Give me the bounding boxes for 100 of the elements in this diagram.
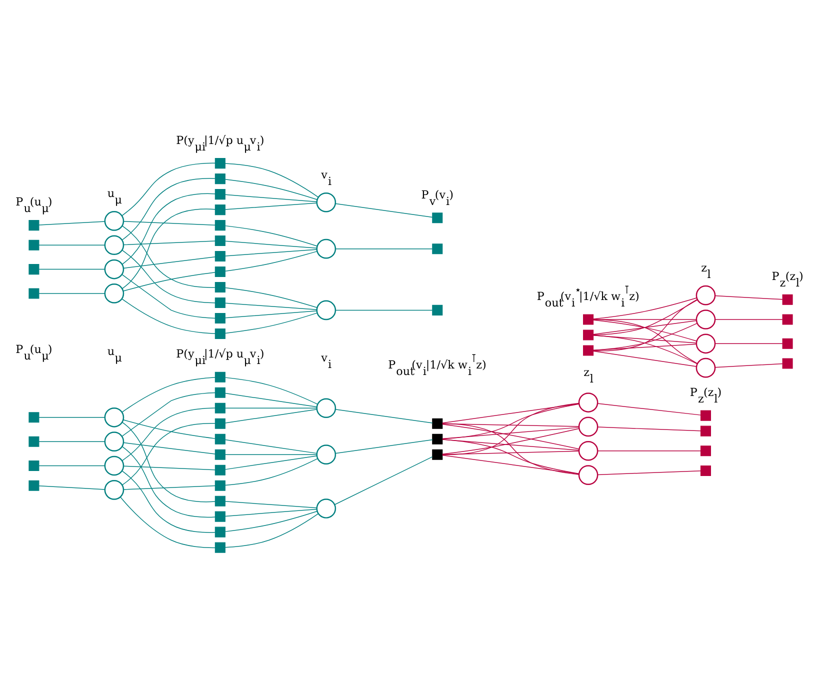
connector	[597, 470, 702, 476]
node-box	[214, 387, 226, 398]
connector	[38, 465, 106, 466]
connector	[224, 508, 318, 517]
node-circle	[316, 192, 336, 212]
connector	[335, 408, 433, 424]
node-box	[583, 314, 594, 325]
node-box	[583, 345, 594, 356]
connector	[442, 427, 580, 440]
node-circle	[696, 334, 716, 354]
node-box	[214, 480, 226, 491]
node-box	[432, 304, 443, 316]
node-circle	[578, 416, 598, 437]
node-box	[214, 496, 226, 506]
node-circle	[696, 358, 716, 378]
connector	[442, 402, 580, 456]
connector	[123, 442, 216, 454]
connector	[123, 220, 216, 226]
node-circle	[104, 456, 124, 476]
node-box	[214, 434, 226, 444]
node-box	[214, 449, 226, 460]
node-circle	[316, 300, 336, 320]
connector	[122, 392, 216, 437]
connector	[224, 225, 318, 246]
node-box	[28, 480, 40, 491]
connector	[123, 256, 216, 269]
connector	[38, 485, 106, 490]
connector	[224, 194, 318, 202]
connector	[224, 302, 318, 310]
connector	[592, 322, 698, 351]
connector	[442, 454, 580, 474]
node-circle	[578, 465, 598, 485]
connector	[442, 424, 580, 450]
connector	[224, 163, 319, 198]
node-box	[214, 526, 226, 538]
node-circle	[104, 259, 124, 280]
connector	[38, 441, 106, 442]
connector	[122, 470, 216, 533]
node-circle	[316, 398, 336, 418]
node-box	[214, 236, 226, 246]
node-box	[700, 410, 711, 421]
connector	[224, 454, 318, 455]
node-circle	[104, 480, 124, 500]
node-box	[28, 240, 40, 250]
node-circle	[104, 211, 124, 231]
connector	[224, 409, 318, 424]
node-circle	[316, 444, 336, 465]
node-box	[214, 402, 226, 414]
node-circle	[696, 310, 716, 330]
connector	[597, 450, 702, 452]
connector	[714, 343, 783, 344]
connector	[38, 293, 106, 294]
connector	[224, 249, 318, 256]
connector	[122, 250, 216, 304]
connector	[442, 428, 580, 454]
connector	[123, 466, 216, 470]
node-box	[432, 418, 443, 429]
connector	[597, 426, 702, 432]
connector	[593, 319, 698, 364]
connector	[38, 417, 106, 418]
node-box	[214, 266, 226, 278]
node-box	[432, 449, 443, 460]
connector	[592, 320, 697, 335]
connector	[122, 272, 216, 292]
node-circle	[696, 285, 716, 306]
connector	[123, 485, 216, 490]
connector	[335, 439, 433, 454]
connector	[592, 298, 698, 320]
node-box	[214, 511, 226, 522]
connector	[597, 403, 702, 416]
node-circle	[104, 284, 124, 304]
node-box	[28, 220, 40, 231]
connector	[224, 178, 318, 200]
connector	[593, 299, 698, 352]
node-box	[214, 158, 226, 169]
connector	[225, 377, 318, 405]
connector	[122, 208, 216, 290]
connector	[224, 392, 318, 408]
connector	[122, 225, 216, 288]
connector	[224, 458, 318, 486]
connector	[38, 221, 106, 226]
connector	[442, 404, 580, 440]
connector	[224, 312, 318, 334]
connector	[122, 376, 216, 413]
node-box	[782, 294, 793, 305]
node-box	[214, 372, 226, 382]
connector	[224, 513, 319, 548]
connector	[714, 319, 783, 320]
node-box	[700, 446, 711, 456]
node-box	[214, 464, 226, 476]
node-box	[214, 298, 226, 308]
node-box	[214, 174, 226, 184]
connector	[122, 446, 216, 518]
connector	[592, 320, 698, 342]
node-box	[28, 288, 40, 299]
connector	[122, 419, 216, 439]
connector	[122, 193, 216, 265]
connector	[592, 344, 697, 351]
connector	[122, 422, 216, 486]
node-box	[214, 328, 226, 340]
